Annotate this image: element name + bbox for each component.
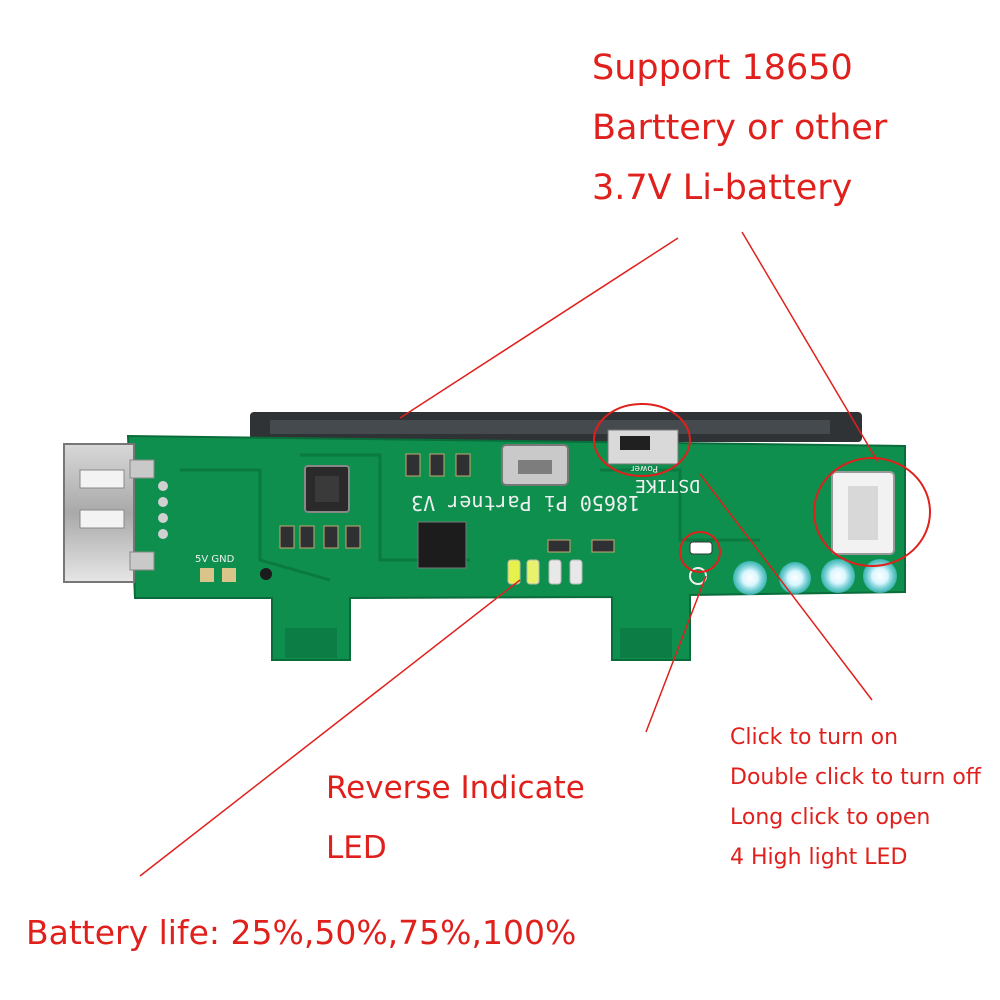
annotation-circles [593, 403, 931, 573]
caption-line: LED [326, 830, 387, 866]
pin-headers [200, 568, 672, 658]
caption-line: Reverse Indicate [326, 770, 585, 806]
battery-level-leds [507, 559, 583, 585]
ic-chip [417, 521, 467, 569]
smd-components [279, 453, 615, 553]
battery-support-caption: Support 18650 Barttery or other 3.7V Li-… [592, 38, 887, 218]
micro-usb-port [501, 444, 569, 486]
caption-line: Double click to turn off [730, 765, 981, 790]
caption-line: Click to turn on [730, 725, 899, 750]
caption-line: Support 18650 [592, 48, 853, 88]
reverse-led-caption: Reverse Indicate LED [326, 758, 585, 878]
annotation-lines [139, 231, 879, 877]
caption-line: 4 High light LED [730, 845, 908, 870]
silkscreen-model: 18650 Pi Partner V3 [411, 491, 640, 515]
high-light-leds [733, 559, 897, 595]
caption-line: 3.7V Li-battery [592, 168, 853, 208]
caption-line: Long click to open [730, 805, 931, 830]
silkscreen-pins: 5V GND [195, 554, 235, 565]
battery-connector [831, 471, 895, 555]
usb-a-port [63, 443, 168, 583]
silkscreen-brand: DSTIKE [635, 475, 700, 496]
battery-holder [250, 412, 862, 442]
button-functions-caption: Click to turn on Double click to turn of… [730, 718, 981, 878]
caption-line: Barttery or other [592, 108, 888, 148]
silkscreen-power: Power [630, 463, 658, 473]
inductor [304, 465, 350, 513]
battery-life-caption: Battery life: 25%,50%,75%,100% [26, 913, 577, 952]
power-button [607, 429, 679, 465]
